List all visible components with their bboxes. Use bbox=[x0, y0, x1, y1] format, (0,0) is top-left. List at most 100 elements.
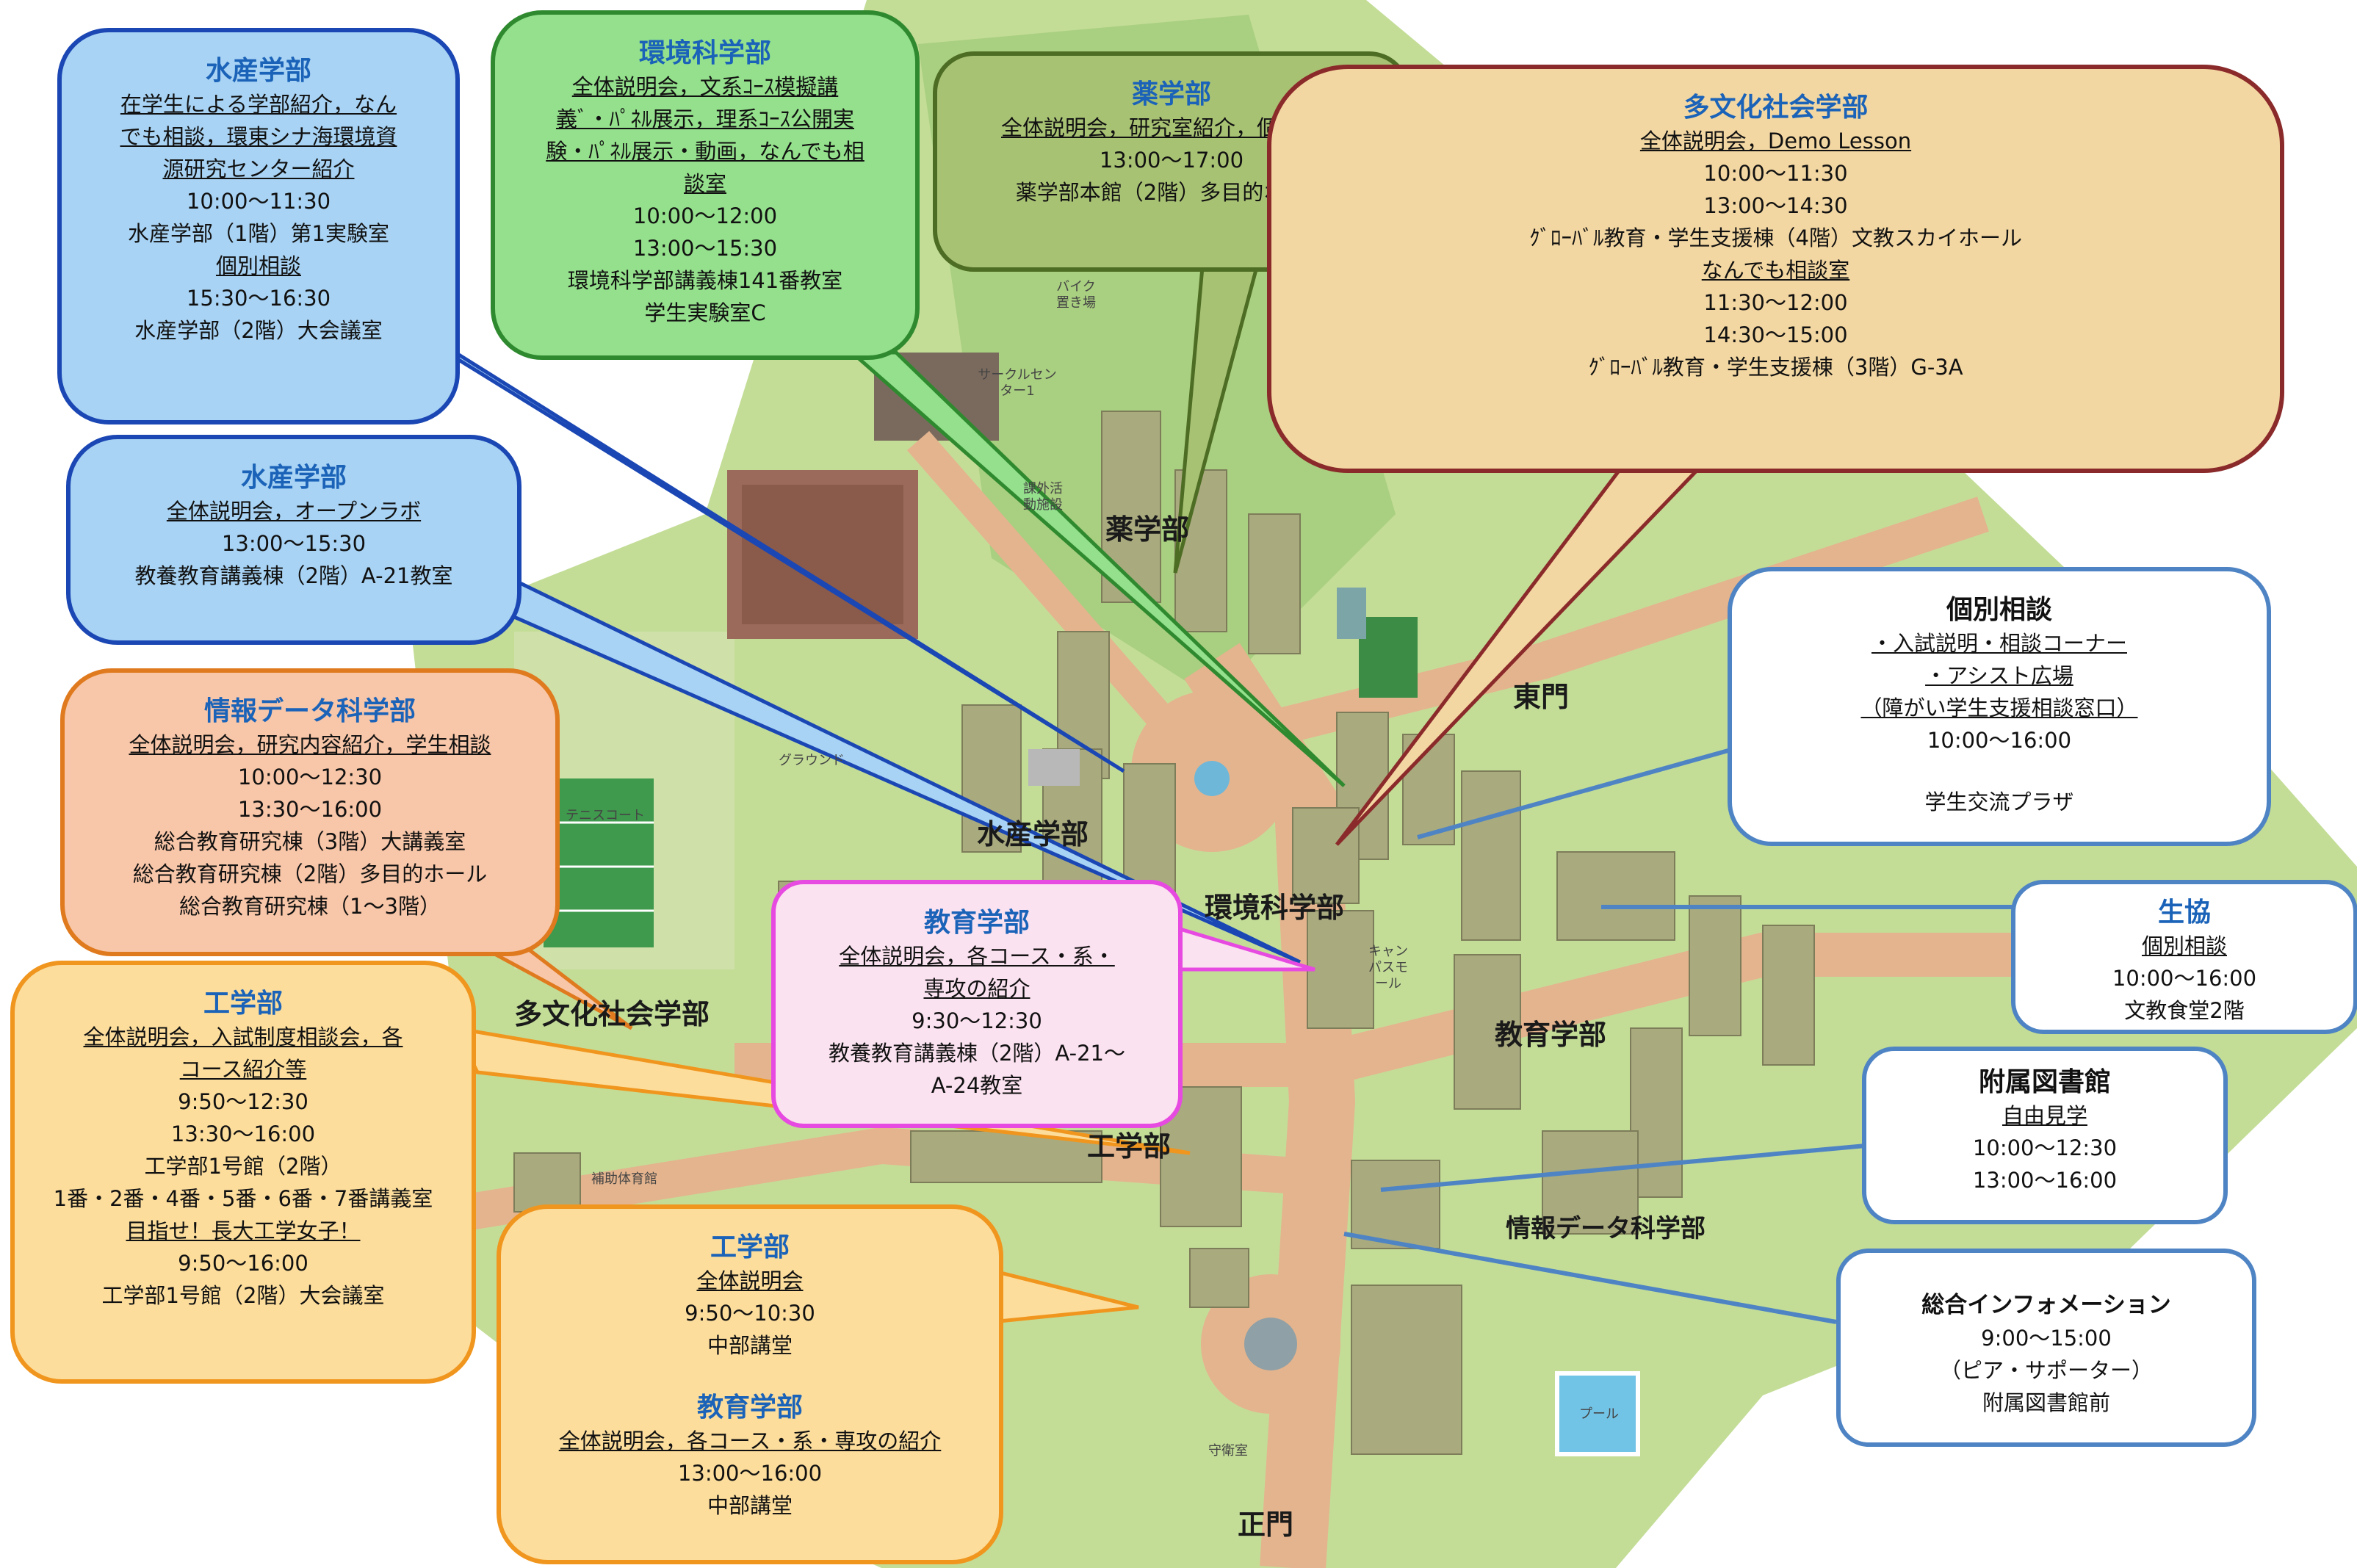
callout-title: 附属図書館 bbox=[1978, 1067, 2111, 1097]
event-text: 個別相談 bbox=[215, 253, 301, 278]
event-text: 全体説明会 bbox=[696, 1268, 804, 1293]
pointer-consultation bbox=[1417, 747, 1734, 839]
campus-path bbox=[1244, 496, 1989, 753]
map-label-engineering: 工学部 bbox=[1087, 1130, 1172, 1163]
event-text: 専攻の紹介 bbox=[923, 976, 1030, 1001]
place-text: 水産学部（1階）第1実験室 bbox=[128, 221, 389, 246]
event-text: 義ﾞ・ﾊﾟﾈﾙ展示，理系ｺｰｽ公開実 bbox=[555, 106, 854, 131]
callout-fisheries-mid: 水産学部 全体説明会，オープンラボ 13:00〜15:30 教養教育講義棟（2階… bbox=[66, 435, 521, 645]
event-text: ・入試説明・相談コーナー bbox=[1871, 631, 2127, 656]
place-text: 附属図書館前 bbox=[1982, 1390, 2110, 1415]
event-text: （障がい学生支援相談窓口） bbox=[1860, 696, 2138, 720]
place-text: 水産学部（2階）大会議室 bbox=[134, 318, 383, 343]
place-text: 環境科学部講義棟141番教室 bbox=[567, 268, 843, 293]
time-text: 13:00〜16:00 bbox=[1972, 1168, 2118, 1193]
pool bbox=[1555, 1371, 1640, 1456]
callout-title: 工学部 bbox=[203, 989, 283, 1019]
event-text: 全体説明会，各コース・系・専攻の紹介 bbox=[558, 1428, 942, 1453]
map-label-campus-mall: キャンパスモール bbox=[1368, 944, 1408, 991]
event-text: 個別相談 bbox=[2141, 933, 2227, 958]
callout-title: 教育学部 bbox=[696, 1392, 803, 1423]
time-text: 13:00〜17:00 bbox=[1099, 148, 1244, 173]
place-text: A-24教室 bbox=[931, 1073, 1023, 1098]
event-text: ・アシスト広場 bbox=[1925, 663, 2073, 688]
time-text: 9:30〜12:30 bbox=[912, 1008, 1042, 1033]
map-label-bike-parking: バイク置き場 bbox=[1056, 279, 1096, 311]
time-text: 13:00〜15:30 bbox=[632, 236, 778, 261]
map-label-extracurricular: 課外活動施設 bbox=[1023, 481, 1063, 513]
event-text: 全体説明会，入試制度相談会，各 bbox=[83, 1025, 403, 1049]
callout-info-desk: 総合インフォメーション 9:00〜15:00 （ピア・サポーター） 附属図書館前 bbox=[1836, 1249, 2256, 1447]
event-text: でも相談，環東シナ海環境資 bbox=[120, 124, 397, 149]
callout-multicultural: 多文化社会学部 全体説明会，Demo Lesson 10:00〜11:30 13… bbox=[1267, 65, 2284, 473]
event-text: 全体説明会，文系ｺｰｽ模擬講 bbox=[571, 74, 839, 99]
place-text: 教養教育講義棟（2階）A-21教室 bbox=[134, 563, 453, 588]
event-text: なんでも相談室 bbox=[1701, 258, 1850, 283]
event-text: 談室 bbox=[683, 171, 726, 196]
map-label-pool: プール bbox=[1579, 1406, 1619, 1422]
map-label-east-gate: 東門 bbox=[1513, 681, 1570, 713]
time-text: 13:30〜16:00 bbox=[170, 1121, 316, 1146]
map-label-education: 教育学部 bbox=[1495, 1019, 1607, 1051]
map-label-pharmacy: 薬学部 bbox=[1105, 513, 1190, 546]
time-text: 10:00〜12:30 bbox=[237, 765, 383, 790]
time-text: 15:30〜16:30 bbox=[186, 286, 331, 311]
fountain bbox=[1194, 761, 1230, 796]
map-label-guard-room: 守衛室 bbox=[1208, 1443, 1248, 1459]
callout-coop: 生協 個別相談 10:00〜16:00 文教食堂2階 bbox=[2011, 880, 2357, 1034]
callout-title: 個別相談 bbox=[1946, 595, 2052, 625]
event-text: コース紹介等 bbox=[179, 1057, 307, 1082]
place-text: 中部講堂 bbox=[707, 1493, 793, 1518]
event-text: 全体説明会，オープンラボ bbox=[166, 499, 422, 524]
map-label-information: 情報データ科学部 bbox=[1506, 1214, 1706, 1243]
callout-engineering-left: 工学部 全体説明会，入試制度相談会，各 コース紹介等 9:50〜12:30 13… bbox=[10, 961, 476, 1384]
time-text: 11:30〜12:00 bbox=[1703, 290, 1848, 315]
pointer-library bbox=[1380, 1144, 1866, 1192]
map-label-multicultural: 多文化社会学部 bbox=[514, 998, 710, 1030]
hedge-area bbox=[1359, 617, 1418, 698]
callout-title: 水産学部 bbox=[205, 56, 311, 86]
time-text: 9:50〜10:30 bbox=[685, 1301, 815, 1326]
callout-title: 薬学部 bbox=[1131, 79, 1211, 109]
time-text: 10:00〜12:00 bbox=[632, 203, 778, 228]
event-text: 全体説明会，研究内容紹介，学生相談 bbox=[129, 732, 491, 757]
callout-title: 教育学部 bbox=[923, 908, 1030, 938]
place-text: 工学部1号館（2階）大会議室 bbox=[101, 1283, 385, 1308]
event-text: 自由見学 bbox=[2002, 1103, 2087, 1128]
place-text: 総合教育研究棟（1〜3階） bbox=[179, 894, 441, 919]
time-text: 9:50〜12:30 bbox=[178, 1089, 308, 1114]
map-label-ground: グラウンド bbox=[779, 753, 845, 768]
pointer-info-desk bbox=[1343, 1232, 1837, 1324]
place-text: 総合教育研究棟（3階）大講義室 bbox=[154, 829, 466, 854]
time-text: 10:00〜16:00 bbox=[1927, 728, 2072, 753]
place-text: 工学部1号館（2階） bbox=[144, 1154, 342, 1179]
callout-title: 工学部 bbox=[710, 1232, 790, 1262]
place-text: 総合教育研究棟（2階）多目的ホール bbox=[132, 861, 488, 886]
event-text: 目指せ！長大工学女子！ bbox=[126, 1218, 361, 1243]
callout-title: 水産学部 bbox=[240, 463, 347, 493]
campus-path bbox=[467, 1127, 1287, 1230]
event-text: 験・ﾊﾟﾈﾙ展示・動画，なんでも相 bbox=[546, 139, 865, 164]
place-text: 中部講堂 bbox=[707, 1333, 793, 1358]
callout-title: 情報データ科学部 bbox=[203, 696, 416, 726]
callout-title: 環境科学部 bbox=[638, 38, 771, 68]
callout-title: 多文化社会学部 bbox=[1683, 93, 1869, 123]
time-text: 10:00〜11:30 bbox=[186, 189, 331, 214]
time-text: 14:30〜15:00 bbox=[1703, 322, 1848, 347]
callout-education-pink: 教育学部 全体説明会，各コース・系・ 専攻の紹介 9:30〜12:30 教養教育… bbox=[771, 880, 1183, 1128]
campus-path bbox=[906, 430, 1187, 745]
event-text: （ピア・サポーター） bbox=[1939, 1358, 2153, 1383]
place-text: 文教食堂2階 bbox=[2124, 998, 2245, 1023]
event-text: 在学生による学部紹介，なん bbox=[120, 92, 397, 117]
map-label-fisheries: 水産学部 bbox=[977, 818, 1089, 850]
time-text: 10:00〜11:30 bbox=[1703, 161, 1848, 186]
place-text: ｸﾞﾛｰﾊﾞﾙ教育・学生支援棟（4階）文教スカイホール bbox=[1529, 225, 2022, 250]
time-text: 10:00〜16:00 bbox=[2112, 966, 2257, 991]
event-text: 源研究センター紹介 bbox=[162, 156, 355, 181]
time-text: 9:00〜15:00 bbox=[1981, 1326, 2112, 1351]
map-label-sub-gym: 補助体育館 bbox=[591, 1171, 657, 1187]
place-text: 1番・2番・4番・5番・6番・7番講義室 bbox=[53, 1186, 433, 1211]
fisheries-dome bbox=[1028, 749, 1080, 786]
south-fountain bbox=[1244, 1318, 1297, 1370]
callout-engineering-center: 工学部 全体説明会 9:50〜10:30 中部講堂 教育学部 全体説明会，各コー… bbox=[497, 1204, 1003, 1564]
